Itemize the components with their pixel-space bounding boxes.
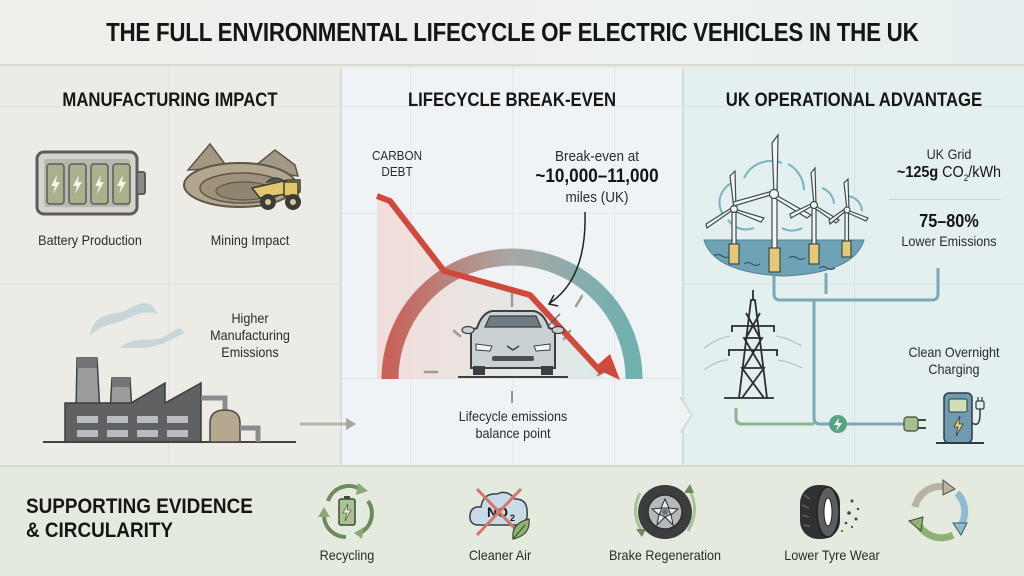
breakeven-callout-line1: Break-even at [554, 148, 640, 165]
flow-arrow-right [300, 418, 356, 430]
flow-chevron-right [679, 396, 693, 434]
svg-text:2: 2 [510, 513, 515, 523]
wheel-regen-icon [634, 484, 696, 539]
battery-production-label: Battery Production [38, 232, 142, 248]
supporting-evidence-band: SUPPORTING EVIDENCE & CIRCULARITY Recycl… [0, 465, 1024, 576]
supporting-evidence-title: SUPPORTING EVIDENCE & CIRCULARITY [26, 495, 253, 542]
carbon-debt-label: CARBON DEBT [371, 148, 423, 179]
uk-grid-value: ~125g [896, 163, 939, 181]
manufacturing-title: MANUFACTURING IMPACT [62, 90, 278, 111]
balance-point-label: Lifecycle emissions balance point [458, 408, 568, 441]
factory-emissions-label: Higher Manufacturing Emissions [210, 310, 290, 360]
stat-divider [889, 199, 1001, 200]
battery-icon [35, 150, 146, 216]
plug-icon [903, 416, 926, 432]
reduction-label: Lower Emissions [901, 232, 997, 249]
circular-arrows-icon [907, 479, 969, 542]
cleaner-air-label: Cleaner Air [468, 547, 532, 563]
reduction-stat: 75–80% Lower Emissions [882, 211, 1017, 249]
feature-lower-tyre-wear: Lower Tyre Wear [757, 481, 907, 563]
feature-circularity [885, 479, 995, 547]
feature-cleaner-air: NO 2 Cleaner Air [425, 481, 575, 563]
tyre-icon [800, 485, 860, 539]
page-title: THE FULL ENVIRONMENTAL LIFECYCLE OF ELEC… [105, 16, 919, 47]
reduction-value: 75–80% [919, 211, 979, 231]
lower-tyre-wear-label: Lower Tyre Wear [784, 547, 880, 563]
wind-turbines-icon [703, 133, 985, 444]
no2-cloud-crossed-icon: NO 2 [469, 487, 530, 540]
brake-regeneration-label: Brake Regeneration [608, 547, 722, 563]
mining-truck-icon [183, 142, 301, 210]
car-icon [458, 310, 568, 378]
feature-recycling: Recycling [272, 481, 422, 563]
clean-charging-label: Clean Overnight Charging [908, 344, 1000, 377]
breakeven-callout: Break-even at ~10,000–11,000 miles (UK) [525, 148, 669, 207]
breakeven-miles-value: ~10,000–11,000 [535, 166, 659, 187]
operational-title: UK OPERATIONAL ADVANTAGE [725, 90, 983, 111]
recycling-label: Recycling [319, 547, 375, 563]
breakeven-gauge-chart [375, 193, 643, 403]
mining-impact-label: Mining Impact [210, 232, 290, 248]
breakeven-panel: LIFECYCLE BREAK-EVEN CARBON DEBT Break-e… [340, 68, 682, 465]
feature-brake-regeneration: Brake Regeneration [590, 481, 740, 563]
breakeven-title: LIFECYCLE BREAK-EVEN [407, 90, 617, 111]
breakeven-callout-line3: miles (UK) [565, 188, 629, 206]
factory-icon [43, 303, 296, 443]
uk-grid-label: UK Grid [926, 146, 972, 162]
title-bar: THE FULL ENVIRONMENTAL LIFECYCLE OF ELEC… [0, 0, 1024, 66]
charging-station-icon [936, 392, 985, 444]
operational-panel: UK OPERATIONAL ADVANTAGE [682, 68, 1024, 465]
manufacturing-panel: MANUFACTURING IMPACT Battery Production [0, 68, 340, 465]
power-pylon-icon [724, 290, 778, 399]
recycling-battery-icon [318, 483, 374, 540]
uk-grid-stat: UK Grid ~125g CO2/kWh [882, 146, 1017, 184]
